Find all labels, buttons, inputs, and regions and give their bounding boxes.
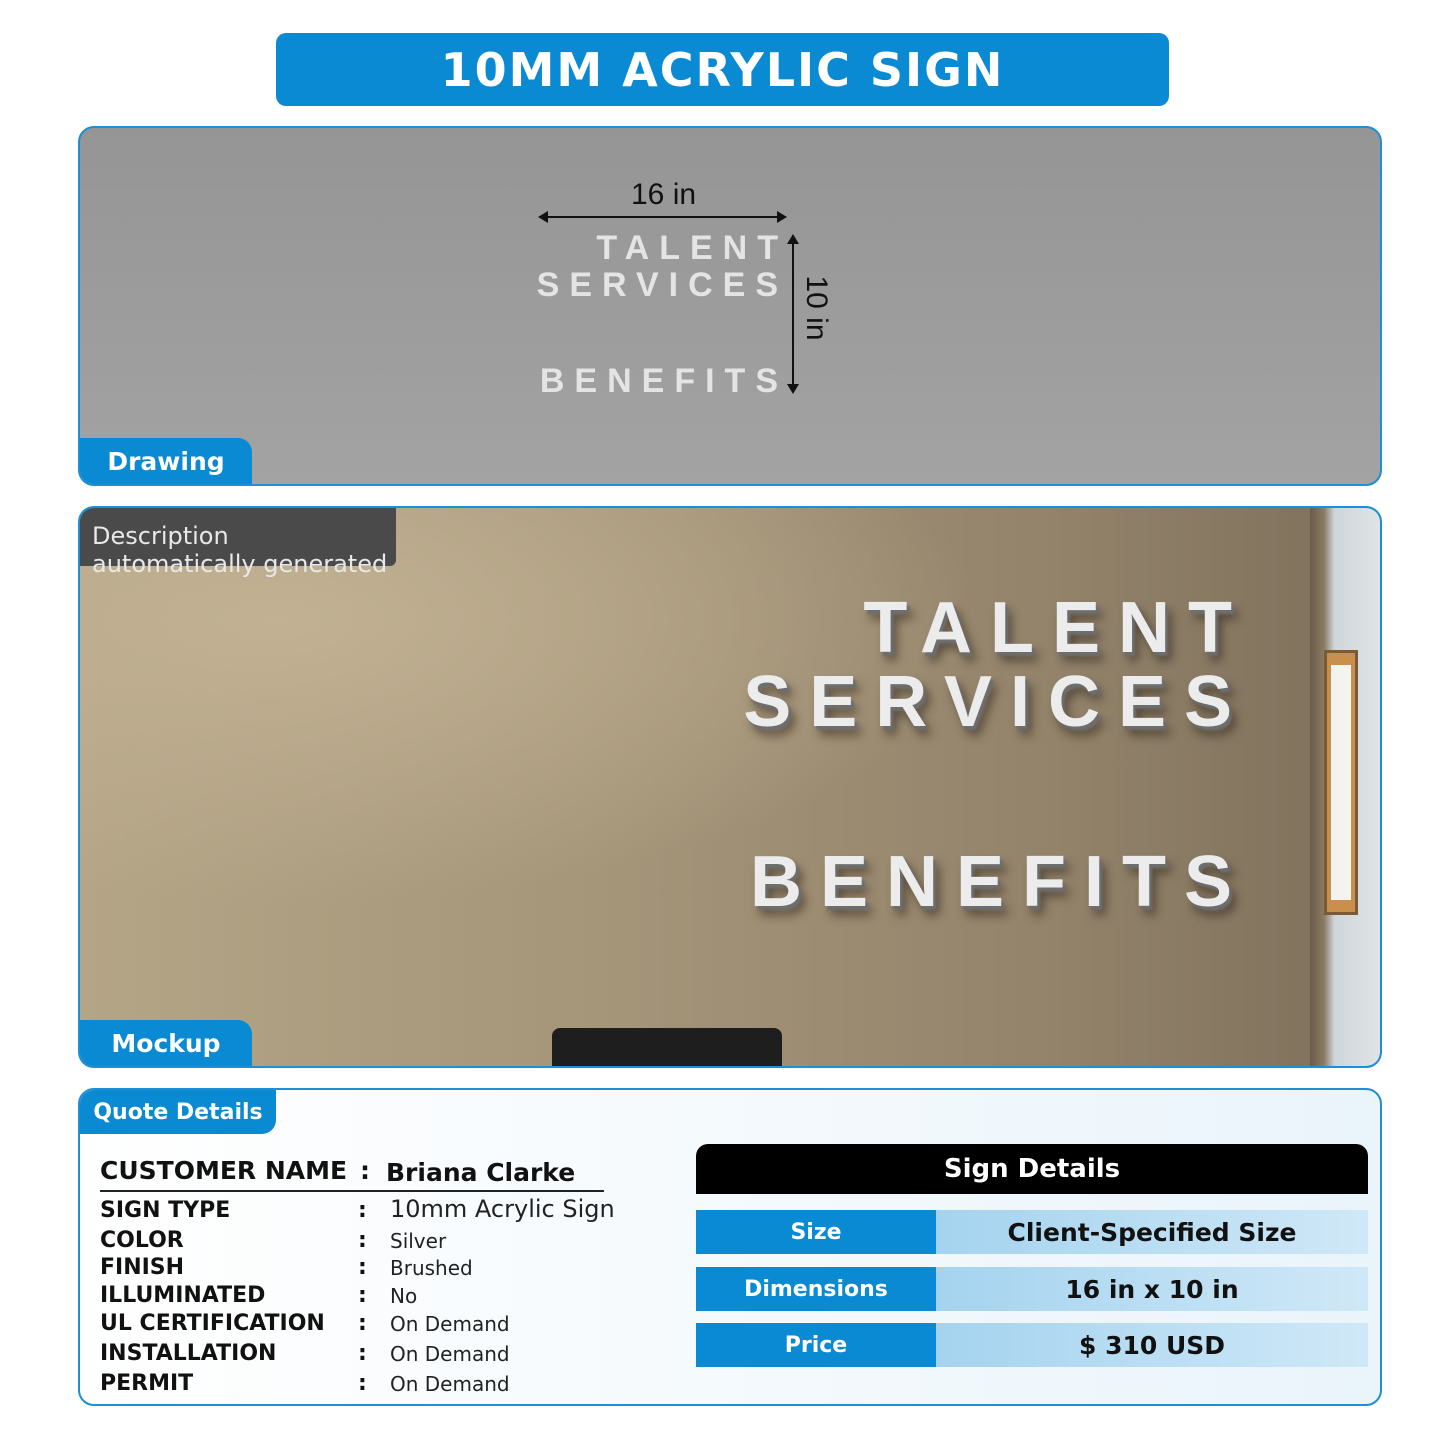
mockup-line-benefits: BENEFITS (749, 842, 1250, 922)
spec-label: SIGN TYPE (100, 1198, 231, 1223)
mockup-line-services: SERVICES (743, 662, 1250, 742)
spec-value: On Demand (390, 1342, 510, 1366)
quote-details-panel: Quote Details CUSTOMER NAME : Briana Cla… (78, 1088, 1382, 1406)
mockup-tab: Mockup (80, 1020, 252, 1066)
spec-colon: : (358, 1283, 367, 1308)
sign-details-label: Size (696, 1210, 936, 1254)
spec-row-finish: FINISH : Brushed (100, 1255, 660, 1283)
sign-details-header: Sign Details (696, 1144, 1368, 1194)
spec-colon: : (358, 1198, 367, 1223)
spec-colon: : (358, 1228, 367, 1253)
drawing-line-benefits: BENEFITS (539, 362, 788, 400)
spec-value: Silver (390, 1229, 447, 1253)
sign-details-value: 16 in x 10 in (936, 1267, 1368, 1311)
width-dimension-label: 16 in (631, 178, 697, 211)
drawing-line-talent: TALENT (596, 229, 788, 267)
spec-row-permit: PERMIT : On Demand (100, 1371, 660, 1399)
spec-label: INSTALLATION (100, 1341, 277, 1366)
spec-value: On Demand (390, 1312, 510, 1336)
height-dimension-arrow (787, 234, 799, 394)
mockup-line-talent: TALENT (863, 588, 1250, 668)
page-title: 10MM ACRYLIC SIGN (276, 33, 1169, 106)
mockup-panel: Description automatically generated TALE… (78, 506, 1382, 1068)
spec-row-sign-type: SIGN TYPE : 10mm Acrylic Sign (100, 1195, 660, 1226)
mockup-caption: Description automatically generated (80, 508, 396, 578)
customer-name-label: CUSTOMER NAME (100, 1156, 348, 1185)
spec-label: FINISH (100, 1255, 185, 1280)
drawing-line-services: SERVICES (536, 266, 788, 304)
spec-label: ILLUMINATED (100, 1283, 266, 1308)
wall-device (552, 1028, 782, 1066)
spec-label: UL CERTIFICATION (100, 1311, 325, 1336)
sign-details-value: $ 310 USD (936, 1323, 1368, 1367)
bulletin-board (1324, 650, 1358, 915)
width-dimension-arrow (538, 211, 787, 223)
spec-value: On Demand (390, 1372, 510, 1396)
sign-details-row-dimensions: Dimensions 16 in x 10 in (696, 1267, 1368, 1311)
spec-row-illuminated: ILLUMINATED : No (100, 1283, 660, 1311)
spec-colon: : (358, 1341, 367, 1366)
sign-details-value: Client-Specified Size (936, 1210, 1368, 1254)
customer-colon: : (360, 1156, 370, 1185)
spec-value: No (390, 1284, 418, 1308)
sign-details-label: Dimensions (696, 1267, 936, 1311)
quote-details-tab: Quote Details (80, 1090, 276, 1134)
spec-row-ul-certification: UL CERTIFICATION : On Demand (100, 1311, 660, 1339)
spec-colon: : (358, 1371, 367, 1396)
customer-name-value: Briana Clarke (386, 1158, 576, 1187)
spec-colon: : (358, 1255, 367, 1280)
spec-label: COLOR (100, 1228, 184, 1253)
customer-row: CUSTOMER NAME : Briana Clarke (100, 1156, 604, 1192)
spec-row-color: COLOR : Silver (100, 1228, 660, 1256)
drawing-tab: Drawing (80, 438, 252, 484)
sign-details-row-price: Price $ 310 USD (696, 1323, 1368, 1367)
sign-details-row-size: Size Client-Specified Size (696, 1210, 1368, 1254)
spec-value: Brushed (390, 1256, 473, 1280)
sign-details-label: Price (696, 1323, 936, 1367)
drawing-panel: 16 in 10 in TALENT SERVICES BENEFITS Dra… (78, 126, 1382, 486)
spec-colon: : (358, 1311, 367, 1336)
height-dimension-label: 10 in (800, 275, 833, 341)
spec-row-installation: INSTALLATION : On Demand (100, 1341, 660, 1369)
spec-value: 10mm Acrylic Sign (390, 1195, 615, 1223)
spec-label: PERMIT (100, 1371, 194, 1396)
